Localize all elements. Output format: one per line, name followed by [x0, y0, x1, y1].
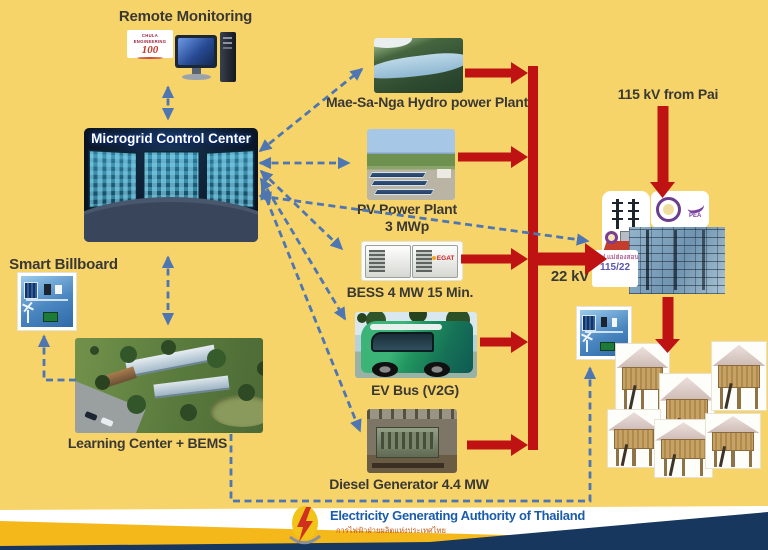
bus-bar-22kv [528, 66, 538, 450]
reservoir-water [374, 49, 463, 82]
arrow-ev-to-bus [511, 331, 528, 353]
bus-roof [370, 324, 442, 330]
billboard-wire [26, 299, 68, 301]
billboard-wire [584, 331, 624, 333]
computer-tower-icon [220, 32, 236, 82]
pv-plant-label-line1: PV Power Plant [357, 201, 457, 217]
monitor-stand [192, 68, 201, 74]
trees [357, 313, 368, 324]
billboard-battery-icon [43, 312, 58, 321]
link-lc-to-billboard-left [37, 334, 76, 382]
learning-center-label: Learning Center + BEMS [67, 435, 228, 451]
arrow-diesel-to-bus [511, 434, 528, 456]
arrow-pv-to-bus [511, 146, 528, 168]
billboard-battery-icon [601, 343, 614, 351]
pea-logo: PEA [685, 197, 705, 220]
substation-ratio: 115/22 [599, 262, 631, 273]
billboard-solar-icon [24, 283, 38, 299]
desktop-computer-icon [175, 32, 237, 88]
substation-name-th: สฟฟ.แม่ฮ่องสอน [592, 254, 639, 261]
smart-billboard-image [17, 272, 77, 331]
pea-logo-text: PEA [688, 212, 702, 219]
arrow-bess-to-bus [511, 248, 528, 270]
bus-voltage-label: 22 kV [550, 268, 590, 285]
solar-panel-row [370, 180, 429, 187]
link-cc-to-bess [259, 169, 344, 251]
smart-billboard-label: Smart Billboard [9, 256, 118, 273]
billboard-wind-turbine-icon [585, 340, 588, 353]
incoming-line-label: 115 kV from Pai [617, 86, 719, 102]
solar-panel-row [373, 188, 435, 195]
bus-body [361, 321, 474, 377]
transmission-tower-icon [612, 199, 624, 229]
control-center-image: Microgrid Control Center [84, 128, 258, 242]
billboard-screen [21, 276, 73, 327]
building-roof [153, 375, 230, 399]
substation-name-card: สฟฟ.แม่ฮ่องสอน 115/22 [592, 250, 639, 287]
diesel-generator-label: Diesel Generator 4.4 MW [329, 476, 489, 492]
billboard-wind-turbine-icon [27, 309, 30, 323]
learning-center-image [75, 338, 263, 433]
generator-set [376, 426, 439, 458]
provincial-seal-icon [656, 197, 682, 222]
ev-bus-label: EV Bus (V2G) [371, 382, 459, 398]
battery-container: EGAT [412, 245, 458, 279]
footer-org-name-en: Electricity Generating Authority of Thai… [330, 508, 586, 523]
transformer-box [620, 230, 637, 243]
inverter-building [437, 169, 451, 178]
control-center-title: Microgrid Control Center [91, 131, 251, 146]
monitor-screen [178, 38, 214, 65]
smart-billboard-image-right [576, 306, 632, 360]
bus-wheel [423, 362, 450, 377]
house-image [706, 414, 760, 468]
egat-brand-text: EGAT [432, 255, 455, 262]
billboard-device [611, 318, 618, 327]
battery-container [365, 245, 411, 279]
house-image [608, 410, 660, 467]
bus-wheel [372, 362, 399, 377]
bess-label: BESS 4 MW 15 Min. [346, 284, 474, 300]
billboard-device [43, 284, 51, 296]
utility-logos-card: PEA [651, 191, 709, 228]
diesel-generator-image [367, 409, 457, 473]
house-image [655, 420, 712, 477]
billboard-device [601, 317, 608, 328]
generator-base [372, 462, 445, 468]
building-roof [96, 366, 137, 391]
house-image [712, 342, 766, 410]
trees [90, 345, 100, 355]
hydro-plant-label: Mae-Sa-Nga Hydro power Plant [325, 94, 529, 110]
pv-plant-image [367, 129, 455, 200]
ev-bus-image [355, 312, 477, 378]
egat-logo [289, 506, 321, 545]
link-cc-to-diesel [260, 186, 362, 433]
billboard-device [55, 285, 62, 295]
hydro-plant-image [374, 38, 463, 93]
arrow-hydro-to-bus [511, 62, 528, 84]
chula-anniversary-mark: 100 [127, 45, 173, 59]
emblem-icon [604, 231, 618, 245]
monitor-base [182, 74, 211, 80]
substation-photo [629, 227, 725, 294]
footer-org-name-th: การไฟฟ้าฝ่ายผลิตแห่งประเทศไทย [336, 526, 446, 535]
monitor-icon [175, 35, 217, 68]
control-room-desk [84, 197, 258, 242]
pv-plant-label: PV Power Plant 3 MWp [352, 201, 462, 235]
footer-gold-wedge [0, 521, 540, 550]
bess-image: EGAT [361, 241, 463, 281]
transmission-tower-icon [627, 199, 639, 229]
link-cc-to-ev [259, 177, 347, 321]
pond [210, 395, 263, 428]
remote-monitoring-label: Remote Monitoring [118, 8, 253, 25]
bus-windshield [371, 331, 434, 352]
billboard-solar-icon [583, 316, 595, 331]
solar-panel-row [367, 171, 427, 178]
chula-engineering-logo: CHULA ENGINEERING 100 [127, 30, 173, 58]
pv-plant-label-line2: 3 MWp [384, 218, 430, 234]
chula-logo-text: CHULA ENGINEERING [133, 33, 167, 44]
building-roof [125, 344, 217, 378]
sky [374, 38, 413, 48]
